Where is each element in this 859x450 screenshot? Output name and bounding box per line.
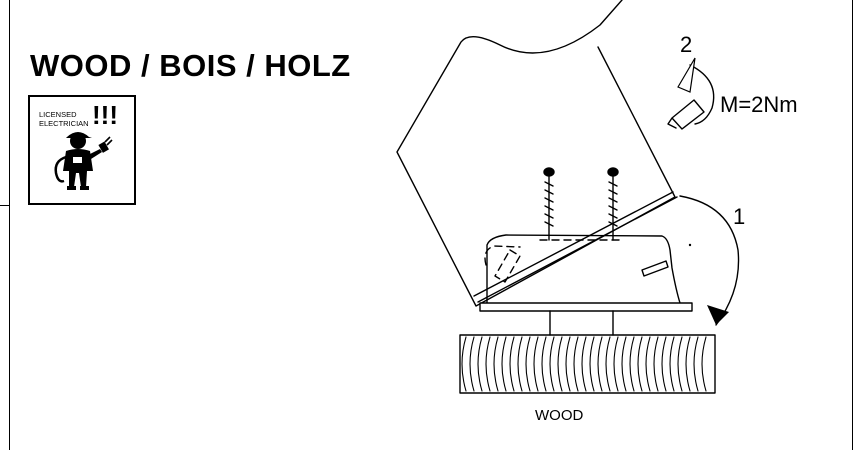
fixture-housing xyxy=(396,0,676,307)
wood-grain xyxy=(461,336,707,392)
screwdriver-icon xyxy=(667,99,705,130)
mounting-plate xyxy=(479,302,693,312)
badge-line-electrician: ELECTRICIAN xyxy=(39,119,89,128)
screw-left xyxy=(543,167,555,241)
fixture-trim-line-2 xyxy=(477,196,678,303)
step-2-label: 2 xyxy=(680,32,692,57)
screw-right xyxy=(607,167,619,241)
wood-label: WOOD xyxy=(535,407,583,424)
licensed-electrician-badge: LICENSED ELECTRICIAN !!! xyxy=(28,95,136,205)
right-frame-edge xyxy=(852,0,853,450)
electrician-with-plug-icon: !!! xyxy=(54,100,118,190)
torque-label: M=2Nm xyxy=(720,92,798,117)
base-slot xyxy=(641,260,669,277)
arrowhead-step1 xyxy=(707,305,729,325)
hidden-clip-dashed xyxy=(484,239,621,283)
arrowhead-step2 xyxy=(677,57,696,93)
fixture-trim-line xyxy=(473,191,674,297)
marker-dot xyxy=(688,243,692,247)
badge-text: LICENSED ELECTRICIAN xyxy=(39,110,89,128)
mounting-base-body xyxy=(486,234,681,304)
page-title: WOOD / BOIS / HOLZ xyxy=(30,48,351,83)
rotate-arrow-step1 xyxy=(679,195,740,326)
badge-line-licensed: LICENSED xyxy=(39,110,77,119)
left-frame-tick xyxy=(0,205,10,206)
left-frame-top-edge xyxy=(9,0,10,205)
wood-block xyxy=(459,334,716,394)
step-1-label: 1 xyxy=(733,204,745,229)
rotate-arrow-step2 xyxy=(689,64,715,125)
left-frame-lower-edge xyxy=(9,205,10,450)
badge-exclaim: !!! xyxy=(92,100,118,130)
